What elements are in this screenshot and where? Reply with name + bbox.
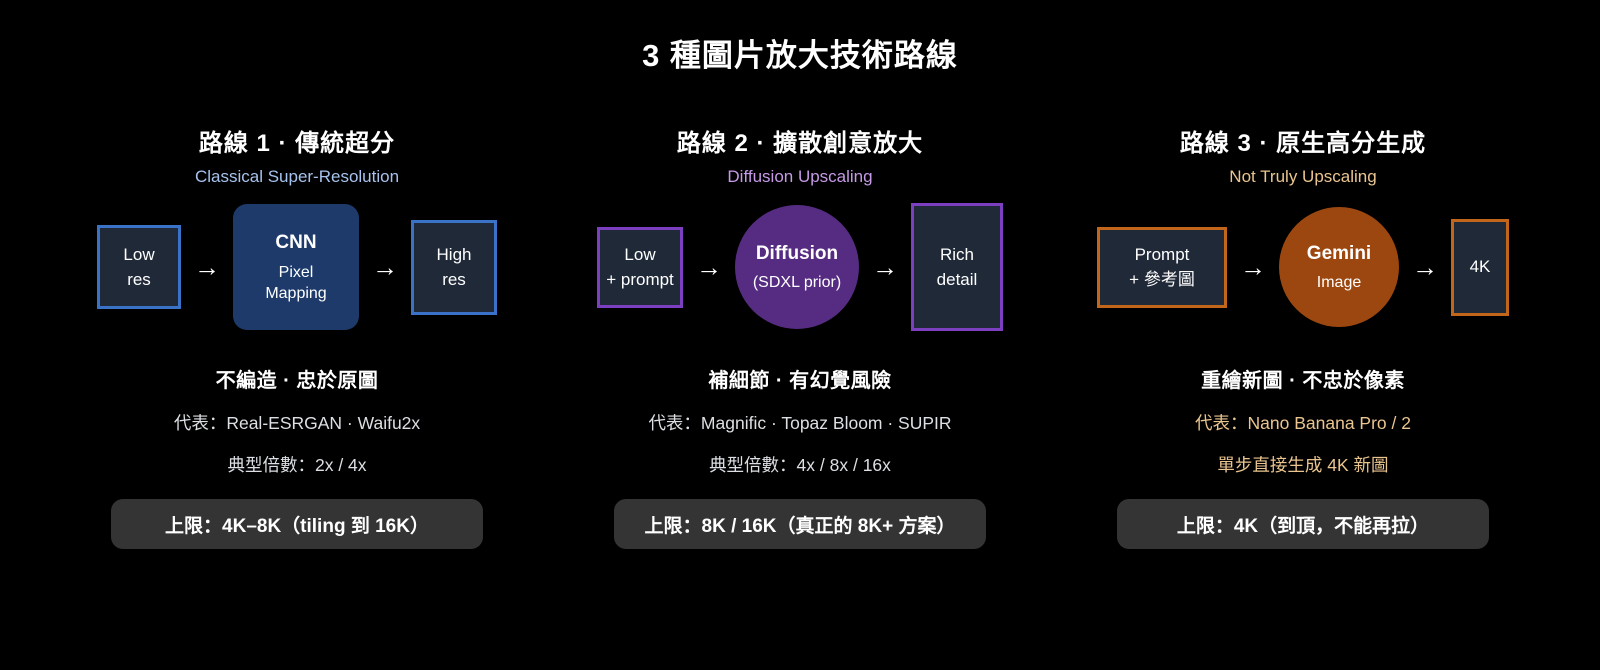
route-2-column: 路線 2 · 擴散創意放大 Diffusion Upscaling Low + …: [549, 123, 1052, 549]
route-1-limit-pill: 上限：4K–8K（tiling 到 16K）: [111, 499, 483, 549]
input-label-line: + 參考圖: [1129, 270, 1195, 289]
route-1-output-node: High res: [411, 219, 497, 315]
input-label-line: res: [127, 270, 151, 289]
route-3-limit-pill: 上限：4K（到頂，不能再拉）: [1117, 499, 1489, 549]
page-title: 3 種圖片放大技術路線: [642, 38, 958, 73]
process-subtitle: (SDXL prior): [752, 274, 842, 292]
route-2-claim: 補細節 · 有幻覺風險: [708, 370, 892, 392]
output-label-line: High: [436, 244, 472, 264]
route-2-limit-pill: 上限：8K / 16K（真正的 8K+ 方案）: [614, 499, 986, 549]
route-2-input-node: Low + prompt: [597, 226, 683, 308]
input-label-line: + prompt: [606, 270, 674, 289]
route-1-representatives: 代表：Real-ESRGAN · Waifu2x: [173, 413, 421, 433]
route-1-heading: 路線 1 · 傳統超分: [198, 130, 396, 157]
route-2-process-node: Diffusion (SDXL prior): [735, 205, 859, 329]
input-label-line: Low: [123, 244, 155, 264]
arrow-right-icon: →: [194, 251, 220, 282]
route-2-heading: 路線 2 · 擴散創意放大: [676, 130, 924, 157]
route-2-output-node: Rich detail: [911, 203, 1003, 331]
limit-text: 上限：8K / 16K（真正的 8K+ 方案）: [644, 515, 956, 537]
route-3-process-node: Gemini Image: [1279, 207, 1399, 327]
route-3-subtitle: Not Truly Upscaling: [1229, 167, 1377, 186]
arrow-right-icon: →: [1240, 251, 1266, 282]
limit-text: 上限：4K（到頂，不能再拉）: [1176, 515, 1430, 537]
route-3-output-node: 4K: [1451, 218, 1509, 316]
process-title: Diffusion: [755, 242, 839, 264]
route-3-column: 路線 3 · 原生高分生成 Not Truly Upscaling Prompt…: [1052, 123, 1555, 549]
route-3-input-node: Prompt + 參考圖: [1097, 226, 1227, 308]
arrow-right-icon: →: [1412, 251, 1438, 282]
route-1-flow-diagram: Low res → CNN Pixel Mapping → High res: [97, 199, 497, 335]
route-3-representatives: 代表：Nano Banana Pro / 2: [1195, 413, 1411, 433]
process-title: Gemini: [1306, 242, 1372, 264]
input-label-line: Prompt: [1134, 244, 1190, 264]
output-label-line: res: [442, 270, 466, 289]
route-1-subtitle: Classical Super-Resolution: [194, 167, 400, 186]
routes-container: 路線 1 · 傳統超分 Classical Super-Resolution L…: [0, 123, 1600, 549]
route-1-claim: 不編造 · 忠於原圖: [215, 370, 379, 392]
limit-text: 上限：4K–8K（tiling 到 16K）: [165, 515, 429, 537]
route-1-column: 路線 1 · 傳統超分 Classical Super-Resolution L…: [46, 123, 549, 549]
output-label-line: Rich: [939, 244, 974, 264]
process-subtitle: Image: [1316, 274, 1362, 292]
route-2-representatives: 代表：Magnific · Topaz Bloom · SUPIR: [648, 413, 952, 433]
process-subtitle: Pixel Mapping: [265, 263, 327, 302]
output-label-line: detail: [936, 270, 978, 289]
route-2-flow-diagram: Low + prompt → Diffusion (SDXL prior) → …: [597, 199, 1003, 335]
route-3-flow-diagram: Prompt + 參考圖 → Gemini Image → 4K: [1097, 199, 1509, 335]
route-2-subtitle: Diffusion Upscaling: [727, 167, 873, 186]
route-2-typical-scale: 典型倍數：4x / 8x / 16x: [709, 455, 891, 475]
route-3-typical-scale: 單步直接生成 4K 新圖: [1217, 455, 1389, 475]
route-1-typical-scale: 典型倍數：2x / 4x: [227, 455, 367, 475]
input-label-line: Low: [624, 244, 656, 264]
route-3-heading: 路線 3 · 原生高分生成: [1179, 130, 1427, 157]
output-label-line: 4K: [1469, 257, 1491, 277]
arrow-right-icon: →: [696, 251, 722, 282]
arrow-right-icon: →: [372, 251, 398, 282]
process-title: CNN: [275, 232, 317, 254]
route-3-claim: 重繪新圖 · 不忠於像素: [1201, 370, 1405, 392]
route-1-process-node: CNN Pixel Mapping: [233, 204, 359, 330]
arrow-right-icon: →: [872, 251, 898, 282]
route-1-input-node: Low res: [97, 225, 181, 309]
